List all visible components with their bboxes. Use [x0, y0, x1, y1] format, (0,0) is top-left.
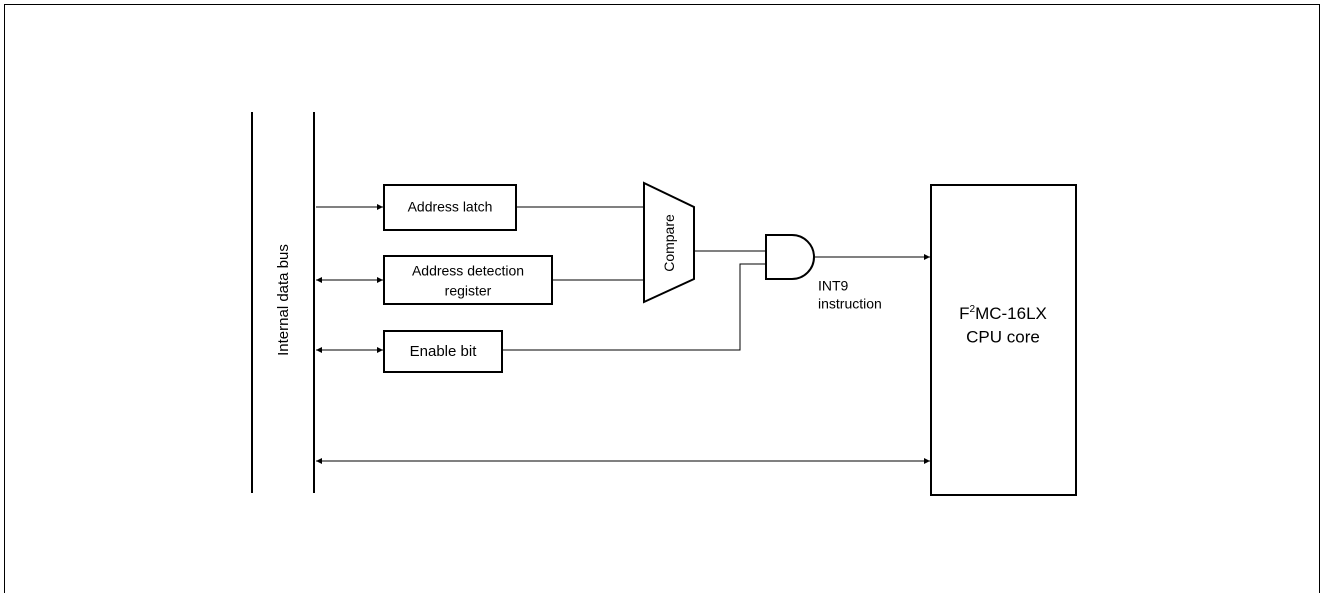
address-latch-label: Address latch — [408, 199, 493, 215]
enable-bit-box — [383, 330, 503, 373]
compare-block — [643, 181, 695, 304]
cpu-core-box — [930, 184, 1077, 496]
cpu-suffix: MC-16LX — [975, 304, 1047, 323]
cpu-superscript: 2 — [970, 304, 976, 315]
int9-label-line1: INT9 — [818, 278, 849, 294]
compare-label: Compare — [661, 214, 677, 272]
and-gate — [765, 234, 815, 280]
address-detection-label-line1: Address detection — [412, 263, 524, 279]
enable-to-and-line — [502, 263, 766, 351]
address-detection-label-line2: register — [445, 283, 492, 299]
enable-bit-label: Enable bit — [410, 343, 478, 360]
cpu-core-label-line1: F2MC-16LX — [959, 304, 1047, 324]
figure-frame — [4, 4, 1320, 593]
bus-label: Internal data bus — [275, 244, 292, 356]
address-latch-box — [383, 184, 517, 231]
cpu-prefix: F — [959, 304, 969, 323]
cpu-core-label-line2: CPU core — [966, 327, 1040, 346]
int9-label-line2: instruction — [818, 296, 882, 312]
